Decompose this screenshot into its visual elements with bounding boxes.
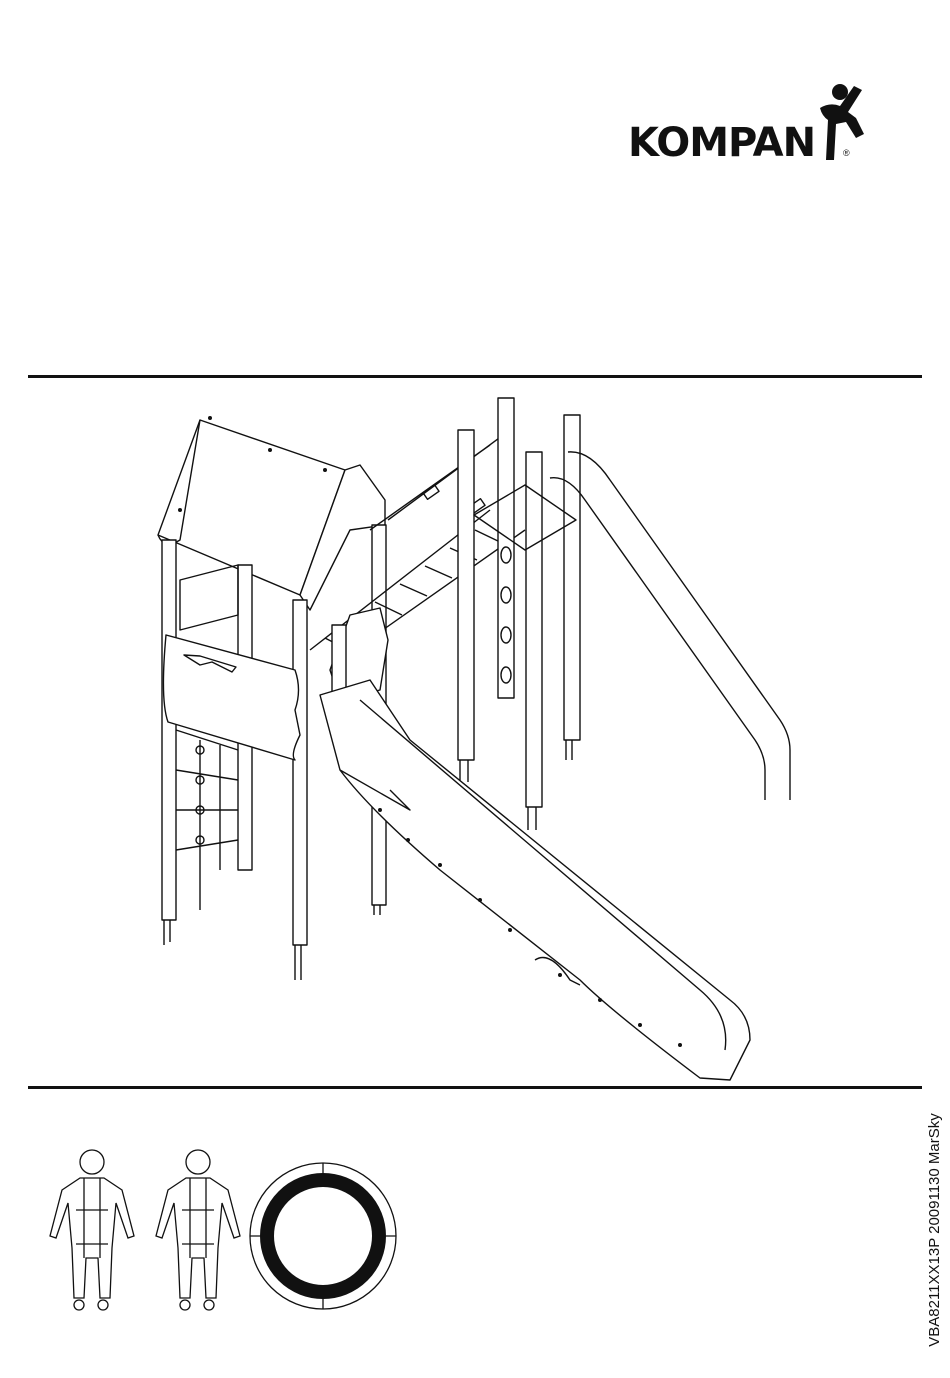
person-front-icon bbox=[50, 1150, 134, 1310]
right-platform bbox=[474, 485, 576, 550]
front-panel bbox=[163, 635, 300, 760]
post-front-right bbox=[293, 600, 307, 945]
person-front-icon bbox=[156, 1150, 240, 1310]
installation-icons bbox=[40, 1148, 400, 1318]
tools-ring-icon bbox=[250, 1163, 396, 1309]
right-post-2 bbox=[498, 398, 514, 698]
document-code-text: VBA8211XX13P 20091130 MarSky bbox=[926, 1113, 943, 1347]
right-post-3 bbox=[526, 452, 542, 807]
logo-wordmark: KOMPAN bbox=[628, 120, 815, 166]
playground-illustration bbox=[140, 390, 820, 1090]
top-divider bbox=[28, 375, 922, 378]
bottom-divider bbox=[28, 1086, 922, 1089]
right-handrail-outer bbox=[568, 452, 790, 800]
right-post-1 bbox=[458, 430, 474, 760]
registered-mark: ® bbox=[843, 148, 850, 158]
kompan-logo: KOMPAN ® bbox=[628, 80, 873, 165]
post-front-left bbox=[162, 540, 176, 920]
right-post-4 bbox=[564, 415, 580, 740]
right-handrail-inner bbox=[550, 478, 765, 800]
back-panel bbox=[180, 565, 238, 630]
